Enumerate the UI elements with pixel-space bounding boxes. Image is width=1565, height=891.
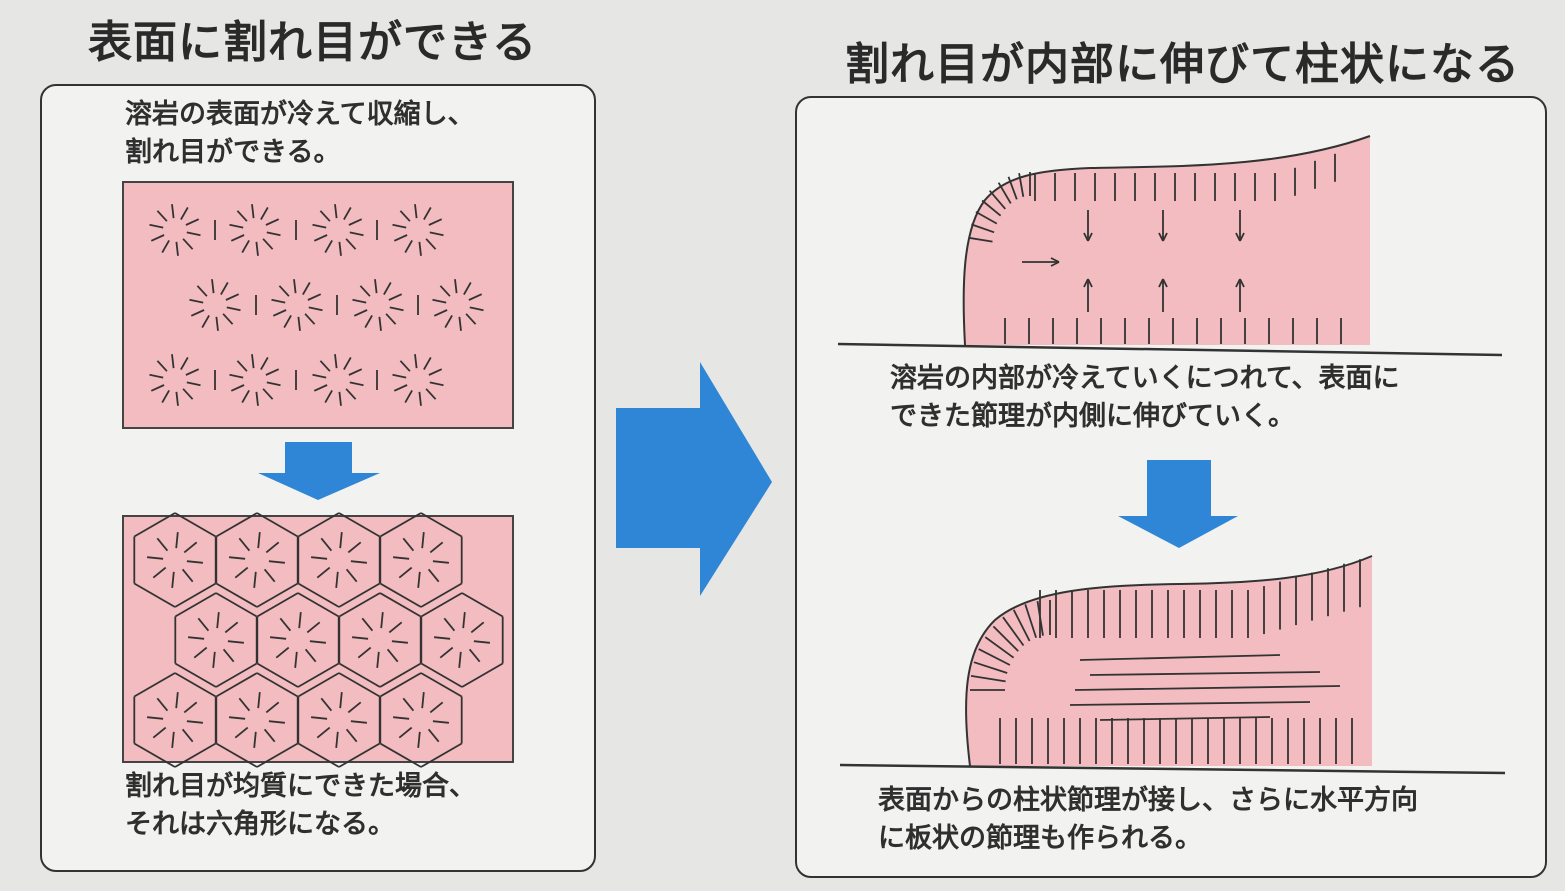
hexagon-pattern-box bbox=[122, 515, 514, 763]
right-caption-bottom-line2: に板状の節理も作られる。 bbox=[878, 823, 1202, 854]
joint-marks-bottom bbox=[970, 559, 1361, 764]
right-caption-bottom: 表面からの柱状節理が接し、さらに水平方向 に板状の節理も作られる。 bbox=[878, 782, 1418, 858]
arrow-down-icon bbox=[258, 442, 380, 500]
left-caption-bottom-line1: 割れ目が均質にできた場合、 bbox=[125, 771, 476, 802]
joint-marks-top bbox=[968, 153, 1342, 344]
left-caption-top: 溶岩の表面が冷えて収縮し、 割れ目ができる。 bbox=[125, 96, 475, 172]
right-caption-top-line1: 溶岩の内部が冷えていくにつれて、表面に bbox=[890, 363, 1400, 394]
ground-line-bottom bbox=[839, 763, 1506, 775]
right-caption-top: 溶岩の内部が冷えていくにつれて、表面に できた節理が内側に伸びていく。 bbox=[890, 360, 1400, 436]
left-caption-top-line2: 割れ目ができる。 bbox=[125, 137, 341, 168]
left-caption-top-line1: 溶岩の表面が冷えて収縮し、 bbox=[125, 99, 475, 130]
lava-section-bottom bbox=[966, 556, 1372, 766]
right-caption-top-line2: できた節理が内側に伸びていく。 bbox=[890, 401, 1295, 432]
right-caption-bottom-line1: 表面からの柱状節理が接し、さらに水平方向 bbox=[878, 785, 1418, 816]
left-caption-bottom: 割れ目が均質にできた場合、 それは六角形になる。 bbox=[125, 768, 476, 844]
ground-line-top bbox=[837, 342, 1503, 357]
arrow-down-icon bbox=[1118, 460, 1238, 548]
surface-cracking-box bbox=[122, 181, 514, 429]
arrow-right-icon bbox=[616, 362, 772, 596]
contraction-marks bbox=[149, 204, 484, 406]
left-caption-bottom-line2: それは六角形になる。 bbox=[125, 809, 395, 840]
lava-section-top bbox=[963, 136, 1370, 345]
right-title: 割れ目が内部に伸びて柱状になる bbox=[845, 39, 1520, 90]
left-title: 表面に割れ目ができる bbox=[88, 17, 538, 68]
hexagon-network bbox=[133, 512, 504, 768]
